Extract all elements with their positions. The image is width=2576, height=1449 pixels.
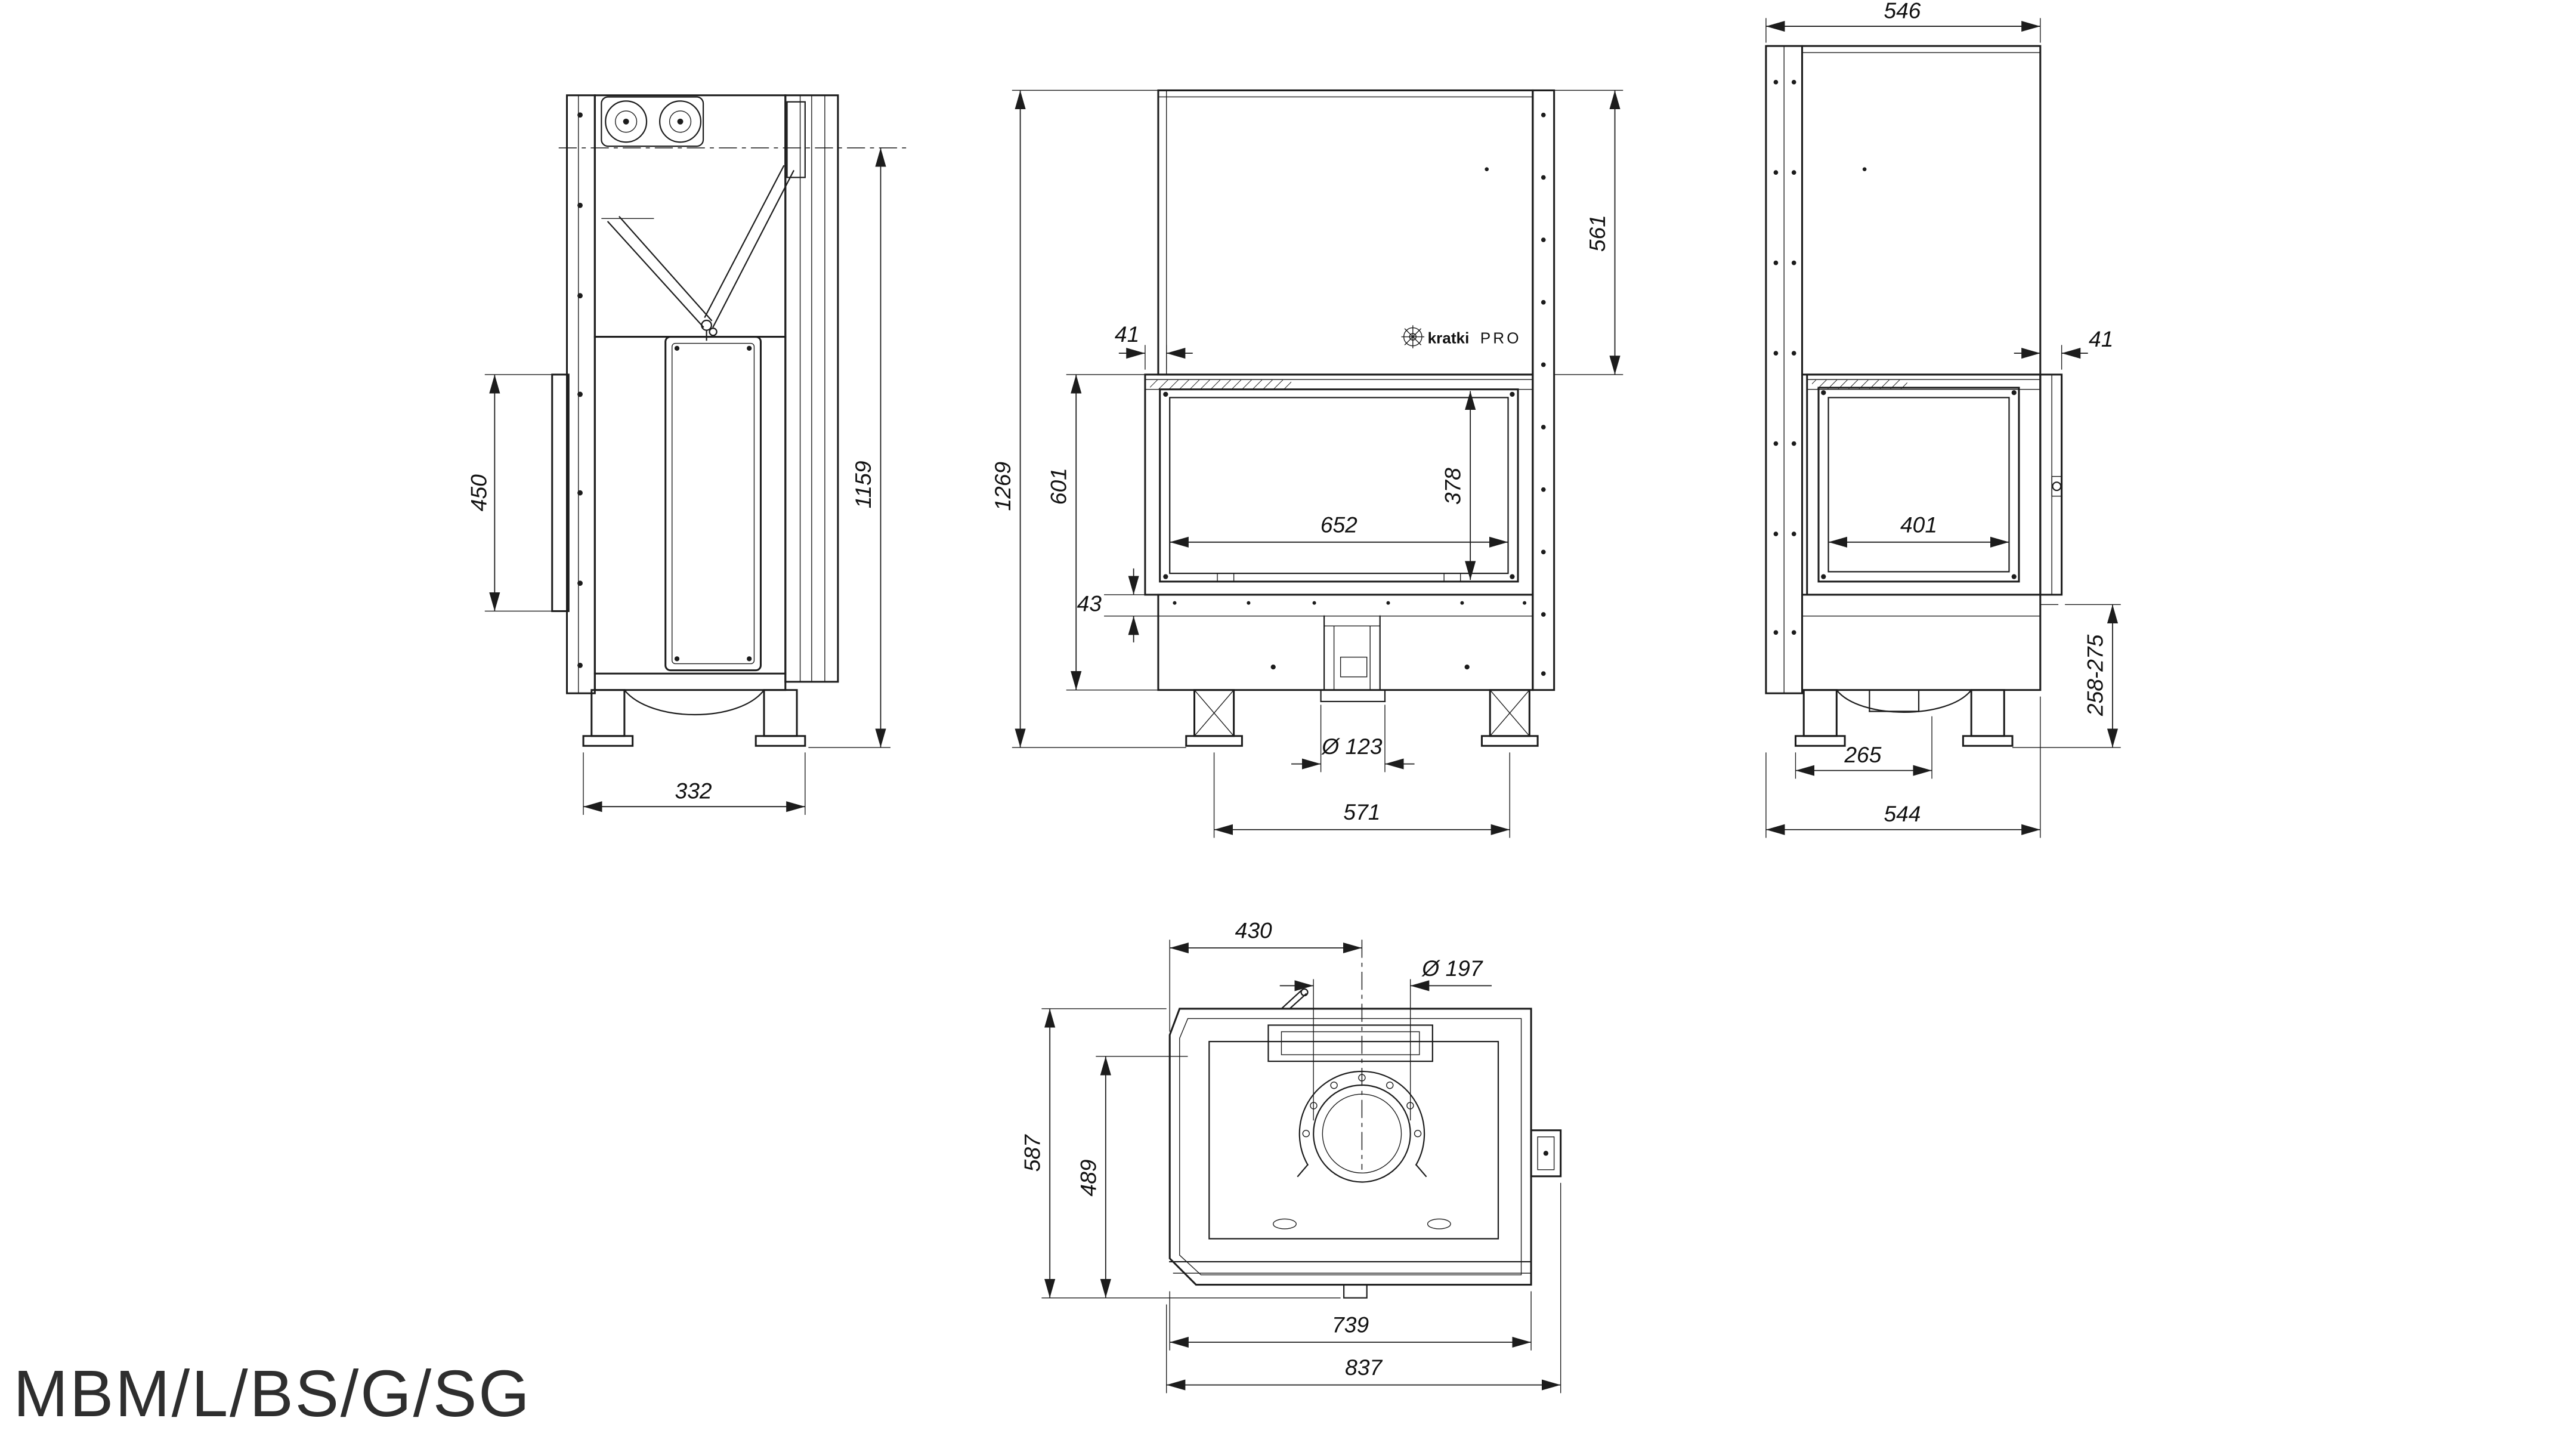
door-side bbox=[1806, 373, 2042, 596]
rear-duct bbox=[1267, 1024, 1433, 1062]
dimension-41-front: 41 bbox=[1115, 322, 1193, 370]
dim-label-652: 652 bbox=[1321, 512, 1357, 537]
vent-grille bbox=[1150, 379, 1292, 389]
dim-label-739: 739 bbox=[1332, 1312, 1369, 1337]
dimension-1159: 1159 bbox=[808, 147, 891, 748]
dim-label-378: 378 bbox=[1440, 468, 1465, 505]
dimension-401: 401 bbox=[1828, 512, 2009, 548]
dim-label-571: 571 bbox=[1343, 799, 1380, 824]
dim-label-265: 265 bbox=[1844, 742, 1881, 767]
dimension-123: Ø 123 bbox=[1291, 705, 1415, 773]
dimension-739: 739 bbox=[1169, 1291, 1532, 1351]
dim-label-123: Ø 123 bbox=[1321, 734, 1383, 759]
brand-name: kratki bbox=[1428, 329, 1470, 347]
firebox-inner bbox=[1208, 1040, 1499, 1240]
front-view: kratki PRO bbox=[1144, 89, 1556, 747]
rear-plate bbox=[551, 373, 570, 612]
door-glass bbox=[1169, 397, 1509, 574]
dim-label-41-front: 41 bbox=[1115, 322, 1139, 347]
front-leg-right-view bbox=[1970, 689, 2005, 737]
dim-label-1159: 1159 bbox=[851, 461, 876, 508]
dimension-601: 601 bbox=[1046, 374, 1158, 691]
side-flange bbox=[1532, 89, 1556, 691]
front-center-tab bbox=[1343, 1284, 1368, 1299]
dimension-41-side: 41 bbox=[2014, 326, 2113, 370]
dim-label-450: 450 bbox=[466, 474, 491, 511]
dimension-43: 43 bbox=[1077, 568, 1158, 642]
rating-label bbox=[786, 101, 806, 178]
hood-panel bbox=[1157, 89, 1534, 376]
dimension-450: 450 bbox=[466, 374, 552, 612]
door-frame bbox=[1144, 373, 1534, 596]
dim-label-587: 587 bbox=[1020, 1134, 1045, 1172]
dimension-544: 544 bbox=[1765, 696, 2041, 838]
side-view bbox=[551, 94, 907, 747]
model-title: MBM/L/BS/G/SG bbox=[13, 1357, 531, 1431]
dim-label-430: 430 bbox=[1235, 918, 1272, 943]
brand-logo: kratki PRO bbox=[1401, 325, 1522, 348]
base-side bbox=[1801, 594, 2042, 691]
dim-label-258-275: 258-275 bbox=[2082, 634, 2107, 716]
dim-label-489: 489 bbox=[1075, 1160, 1100, 1197]
fan-right bbox=[659, 100, 702, 143]
top-view bbox=[1168, 940, 1562, 1299]
dimension-430: 430 bbox=[1169, 918, 1362, 1032]
dim-label-546: 546 bbox=[1884, 0, 1921, 23]
rear-leg bbox=[590, 689, 626, 737]
dimension-837: 837 bbox=[1166, 1182, 1561, 1394]
brand-series: PRO bbox=[1480, 329, 1522, 347]
dimension-1269: 1269 bbox=[990, 89, 1186, 748]
dimension-378: 378 bbox=[1440, 391, 1476, 580]
top-outline bbox=[1168, 1008, 1532, 1286]
dimension-571: 571 bbox=[1213, 752, 1510, 838]
front-leg bbox=[763, 689, 798, 737]
door-latch-knob bbox=[2052, 481, 2062, 492]
dimension-546: 546 bbox=[1765, 0, 2041, 43]
dim-label-561: 561 bbox=[1585, 215, 1610, 252]
dimension-489: 489 bbox=[1075, 1056, 1188, 1298]
dimension-197: Ø 197 bbox=[1279, 956, 1492, 1121]
dimension-652: 652 bbox=[1170, 512, 1508, 548]
side-glass bbox=[1827, 397, 2010, 573]
dim-label-401: 401 bbox=[1900, 512, 1937, 537]
dim-label-544: 544 bbox=[1884, 801, 1921, 826]
dim-label-41-side: 41 bbox=[2089, 326, 2113, 351]
right-side-view bbox=[1765, 45, 2063, 747]
hood-side-panel bbox=[1801, 45, 2042, 376]
dim-label-43: 43 bbox=[1077, 591, 1102, 616]
dimension-332: 332 bbox=[583, 752, 806, 815]
side-panel bbox=[664, 336, 762, 672]
body-outline bbox=[593, 94, 787, 691]
fan-housing bbox=[601, 96, 704, 147]
dim-label-1269: 1269 bbox=[990, 462, 1015, 511]
fan-left bbox=[605, 100, 648, 143]
dim-label-837: 837 bbox=[1345, 1355, 1383, 1380]
dimension-265: 265 bbox=[1795, 716, 1932, 779]
latch-box bbox=[1530, 1129, 1562, 1178]
dimension-561: 561 bbox=[1554, 89, 1623, 375]
dim-label-332: 332 bbox=[675, 778, 712, 803]
rear-leg-right-view bbox=[1802, 689, 1838, 737]
door-front-lip bbox=[2039, 373, 2063, 596]
vent-grille-side bbox=[1812, 379, 1907, 389]
base-section bbox=[1157, 594, 1534, 691]
dim-label-601: 601 bbox=[1046, 468, 1071, 505]
dim-label-197: Ø 197 bbox=[1421, 956, 1483, 981]
damper-pivot bbox=[701, 319, 712, 331]
dimension-587: 587 bbox=[1020, 1008, 1341, 1299]
dimension-258-275: 258-275 bbox=[2012, 604, 2121, 748]
